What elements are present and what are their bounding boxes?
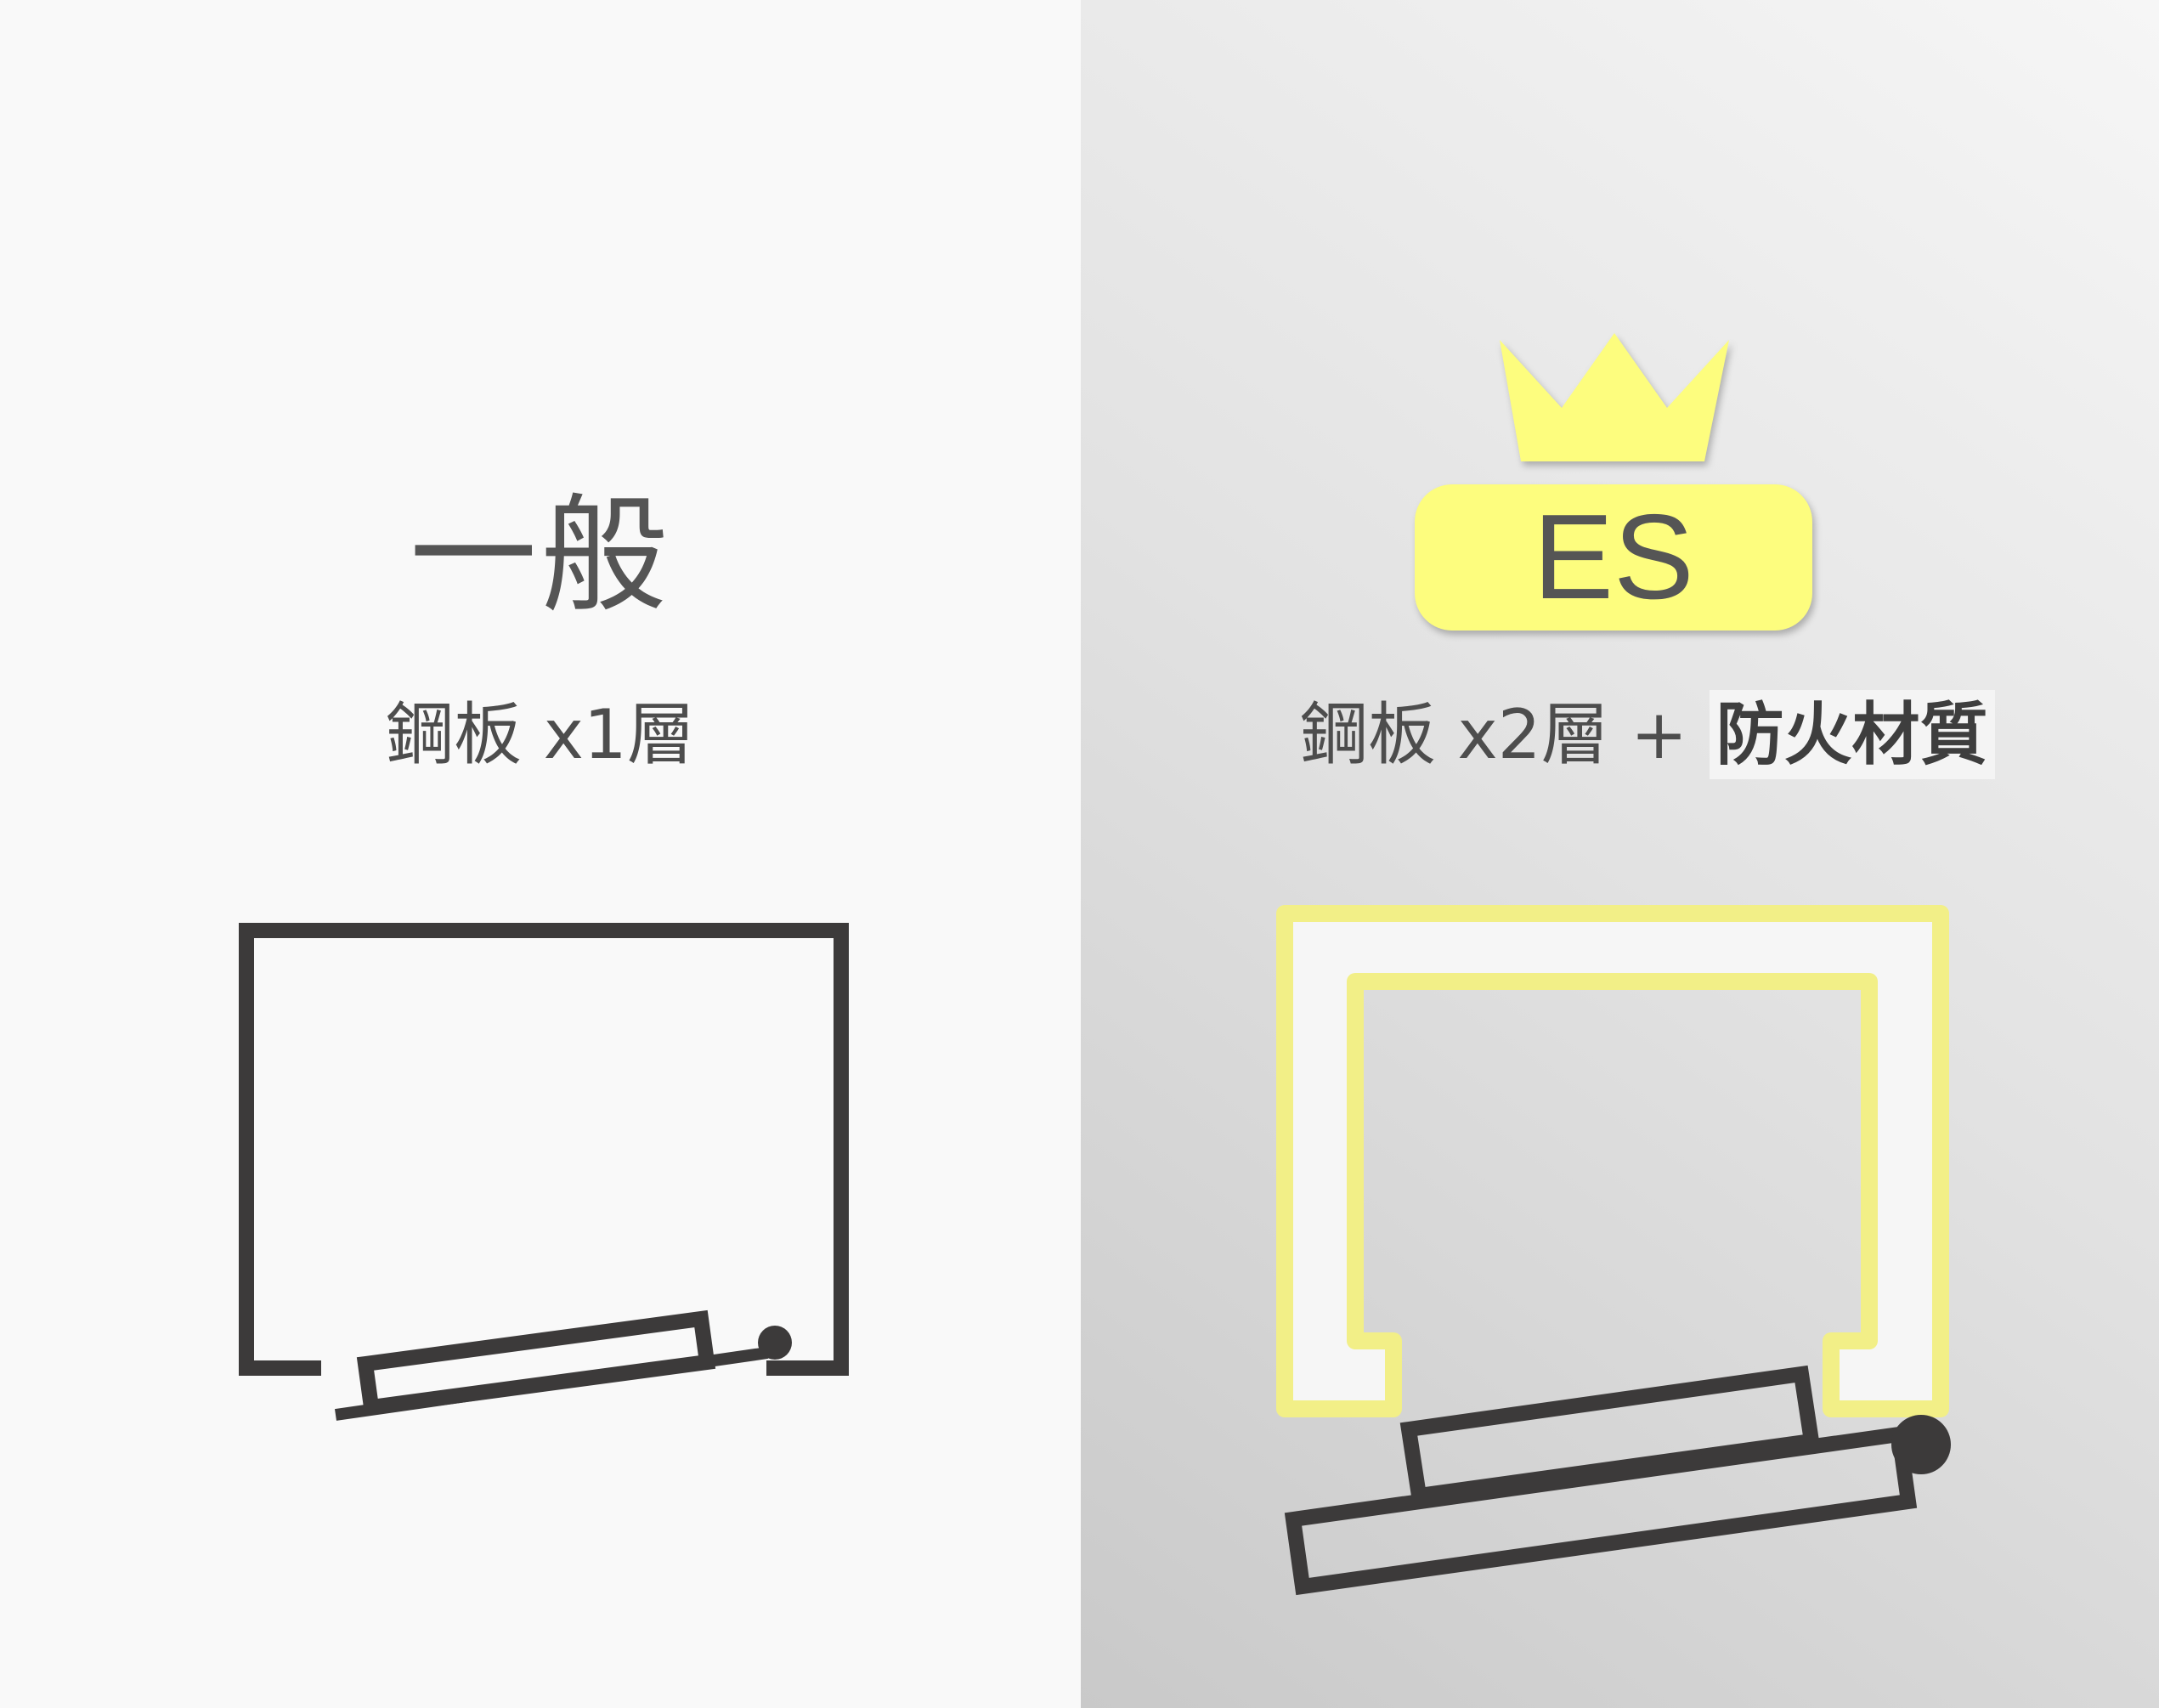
es-subtitle-main: 鋼板 x2層 + — [1300, 695, 1710, 774]
panel-es — [1081, 0, 2159, 1708]
standard-title: 一般 — [409, 483, 671, 631]
standard-subtitle: 鋼板 x1層 — [386, 695, 695, 774]
es-door-leaf-outer — [1284, 1425, 1918, 1596]
es-subtitle: 鋼板 x2層 + 防火材質 — [1300, 688, 1995, 782]
es-subtitle-highlight: 防火材質 — [1709, 690, 1995, 779]
standard-door-sill — [335, 1347, 768, 1421]
panel-standard — [0, 0, 1081, 1708]
standard-hinge-pivot — [758, 1326, 792, 1360]
es-door-diagram — [1276, 905, 1951, 1596]
es-badge-label: ES — [1533, 489, 1694, 625]
standard-door-diagram — [239, 923, 849, 1421]
crown-icon — [1500, 333, 1729, 461]
es-hinge-pivot — [1891, 1415, 1951, 1474]
es-badge: ES — [1415, 484, 1812, 631]
es-fire-insulation-layer — [1276, 905, 1949, 1417]
standard-frame-outline — [239, 923, 849, 1376]
